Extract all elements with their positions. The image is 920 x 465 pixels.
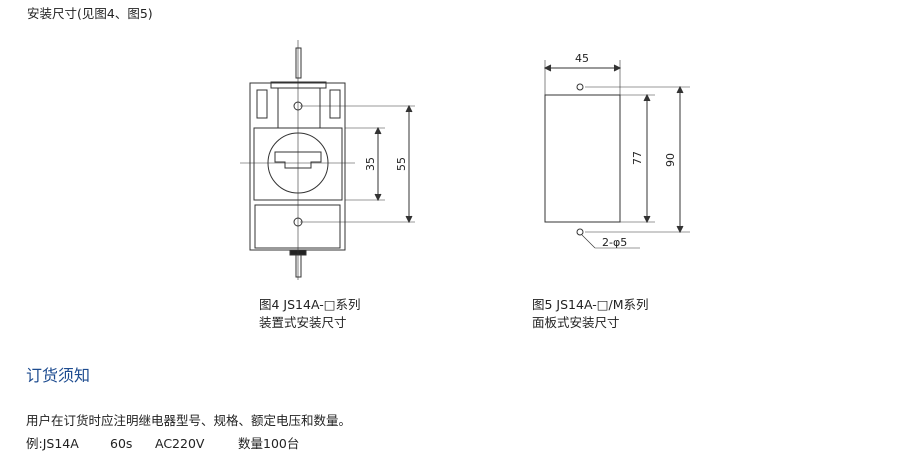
example-quantity: 数量100台 [238, 436, 300, 451]
fig4-dim-55: 55 [395, 157, 408, 171]
example-time: 60s [110, 436, 133, 451]
fig5-hole-label: 2-φ5 [602, 236, 627, 249]
fig5-drawing [543, 60, 690, 249]
fig5-caption-line1: 图5 JS14A-□/M系列 [532, 297, 649, 312]
fig4-caption-line2: 装置式安装尺寸 [259, 315, 347, 330]
fig4-caption-line1: 图4 JS14A-□系列 [259, 297, 361, 312]
fig5-dim-77: 77 [631, 151, 644, 165]
ordering-title: 订货须知 [26, 366, 91, 385]
fig5-caption-line2: 面板式安装尺寸 [532, 315, 620, 330]
example-voltage: AC220V [155, 436, 205, 451]
ordering-text: 用户在订货时应注明继电器型号、规格、额定电压和数量。 [26, 413, 352, 428]
fig4-dim-35: 35 [364, 157, 377, 171]
example-label: 例:JS14A [26, 436, 79, 451]
installation-drawings: 35 55 45 77 90 2-φ5 [240, 40, 690, 280]
section-title: 安装尺寸(见图4、图5) [27, 6, 153, 21]
fig5-dim-45: 45 [575, 52, 589, 65]
fig4-drawing [240, 40, 415, 280]
fig5-dim-90: 90 [664, 153, 677, 167]
